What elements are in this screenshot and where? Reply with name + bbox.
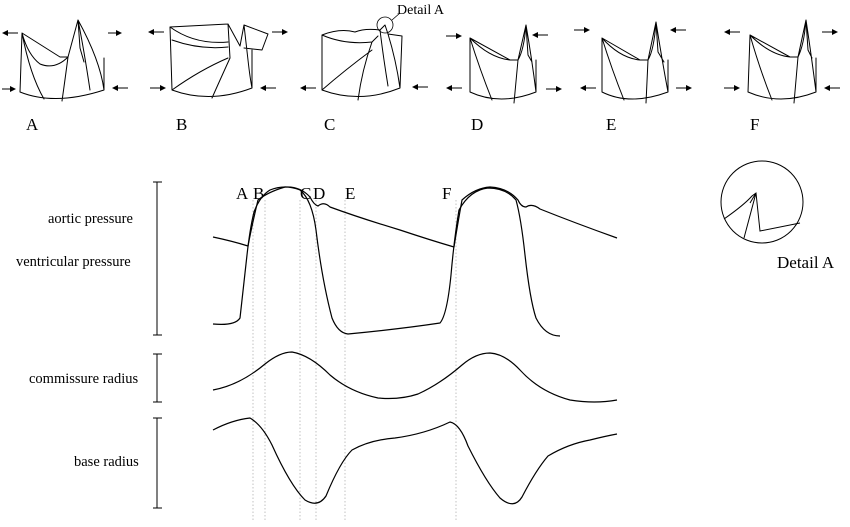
phase-guide-lines <box>252 200 457 520</box>
phase-marker-b: B <box>253 184 264 203</box>
phase-marker-e: E <box>345 184 355 203</box>
base-radius-label: base radius <box>74 454 139 470</box>
detail-a-caption: Detail A <box>777 253 835 272</box>
commissure-radius-trace <box>212 351 618 403</box>
panel-label-f: F <box>750 115 759 134</box>
valve-sketch-row <box>19 19 817 104</box>
valve-sketch-f <box>747 19 817 104</box>
valve-sketch-b <box>169 23 269 99</box>
valve-sketch-a <box>19 19 105 102</box>
valve-sketch-e <box>601 21 669 104</box>
force-arrows <box>2 27 840 92</box>
detail-callout-leader <box>391 12 401 21</box>
base-radius-trace <box>212 417 618 505</box>
panel-label-c: C <box>324 115 335 134</box>
valve-sketch-c <box>321 24 403 101</box>
valve-sketch-d <box>469 24 537 104</box>
ventricular-pressure-trace <box>212 186 561 337</box>
detail-a-view <box>720 160 804 244</box>
detail-callout-label: Detail A <box>397 3 445 18</box>
ventricular-pressure-label: ventricular pressure <box>16 254 131 270</box>
panel-label-b: B <box>176 115 187 134</box>
panel-label-d: D <box>471 115 483 134</box>
commissure-radius-label: commissure radius <box>29 371 138 387</box>
trace-brackets <box>153 181 162 509</box>
phase-marker-d: D <box>313 184 325 203</box>
phase-marker-a: A <box>236 184 249 203</box>
detail-callout-circle <box>376 16 394 34</box>
panel-label-a: A <box>26 115 39 134</box>
aortic-pressure-trace <box>212 186 618 248</box>
aortic-pressure-label: aortic pressure <box>48 211 133 227</box>
panel-label-e: E <box>606 115 616 134</box>
phase-marker-f: F <box>442 184 451 203</box>
